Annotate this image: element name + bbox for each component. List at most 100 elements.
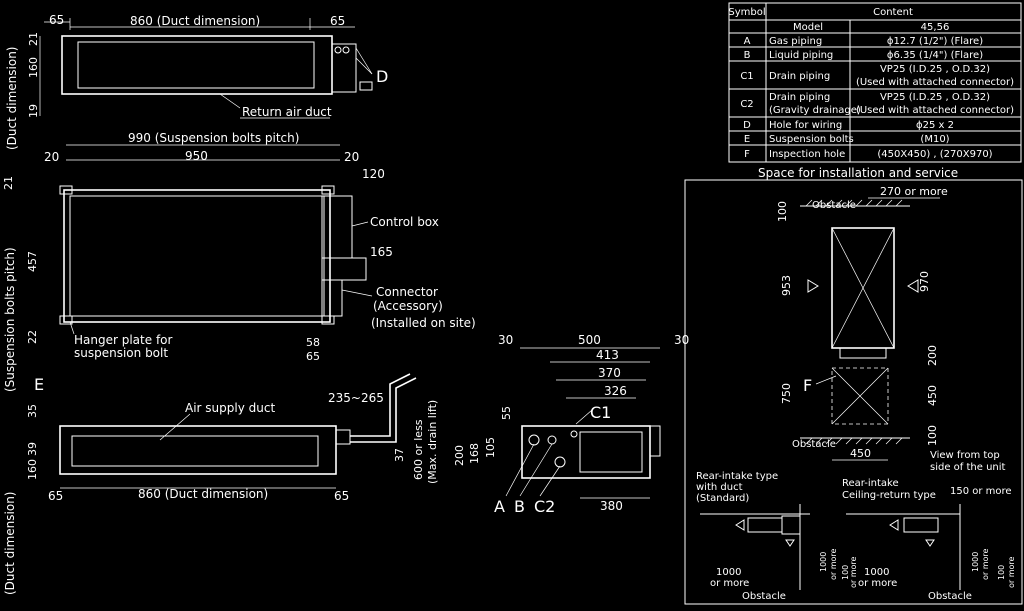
service-dim-270: 270 or more [880,185,948,198]
top-dim-65-left: 65 [49,13,64,27]
label-d: D [376,67,388,86]
side-dim-105: 105 [484,437,497,458]
bottom-view: E 35 Air supply duct 235~265 39 160 37 6… [3,373,439,596]
table-row-d-content: ϕ25 x 2 [916,120,954,131]
table-row-a-symbol: A [744,36,751,47]
side-dim-30a: 30 [498,333,513,347]
rear1-obstacle: Obstacle [742,591,786,602]
service-view-side: side of the unit [930,462,1006,473]
front-dim-20b: 20 [344,150,359,164]
top-dim-19: 19 [27,104,40,118]
rear1-dim-ormore-b: or more [829,548,838,580]
label-return-air-duct: Return air duct [242,105,332,119]
table-row-a-item: Gas piping [769,36,822,47]
rear2-obstacle: Obstacle [928,591,972,602]
front-dim-20a: 20 [44,150,59,164]
service-title: Space for installation and service [758,166,958,180]
label-hanger-plate-2: suspension bolt [74,346,168,360]
front-dim-22: 22 [26,330,39,344]
side-view: 30 500 30 413 370 326 55 C1 200 168 105 … [453,333,689,516]
side-dim-30b: 30 [674,333,689,347]
front-dim-120: 120 [362,167,385,181]
side-dim-380: 380 [600,499,623,513]
table-row-d-symbol: D [743,120,751,131]
table-row-c2-item: Drain piping [769,92,830,103]
table-header-symbol: Symbol [728,7,765,18]
table-row-c2-content2: (Used with attached connector) [856,105,1014,116]
table-row-c2-content: VP25 (I.D.25 , O.D.32) [880,92,990,103]
side-dim-500: 500 [578,333,601,347]
top-dim-21: 21 [27,32,40,46]
table-row-a-content: ϕ12.7 (1/2") (Flare) [887,36,983,47]
table-row-c1-item: Drain piping [769,71,830,82]
top-view: 65 860 (Duct dimension) 65 D 21 160 19 R… [5,13,388,150]
service-obstacle-top: Obstacle [812,200,856,211]
rear-dim-ormore-c: or more [849,556,858,588]
front-suspension-pitch: 990 (Suspension bolts pitch) [128,131,299,145]
side-dim-413: 413 [596,348,619,362]
service-dim-970: 970 [918,271,931,292]
table-row-model-item: Model [793,22,823,33]
table-row-f-symbol: F [744,149,750,160]
rear1-title-c: (Standard) [696,493,749,504]
table-row-e-item: Suspension bolts [769,134,854,145]
rear1-dim-1000b: 1000 [819,552,828,572]
rear2-title-b: Ceiling-return type [842,490,936,501]
rear2-title-a: Rear-intake [842,478,899,489]
label-connector: Connector [376,285,438,299]
table-row-b-content: ϕ6.35 (1/4") (Flare) [887,50,983,61]
rear2-dim-ormore-c: or more [1007,556,1016,588]
bottom-dim-37: 37 [393,448,406,462]
table-row-b-item: Liquid piping [769,50,833,61]
table-row-d-item: Hole for wiring [769,120,842,131]
front-view: 990 (Suspension bolts pitch) 20 950 20 1… [2,131,476,392]
label-c2: C2 [534,497,555,516]
front-dim-950: 950 [185,149,208,163]
table-row-c1-content: VP25 (I.D.25 , O.D.32) [880,64,990,75]
bottom-dim-35: 35 [26,404,39,418]
front-dim-165: 165 [370,245,393,259]
rear1-dim-1000: 1000 [716,567,741,578]
side-dim-200: 200 [453,445,466,466]
front-dim-21: 21 [2,176,15,190]
front-dim-457: 457 [26,251,39,272]
label-air-supply-duct: Air supply duct [185,401,275,415]
table-row-c1-symbol: C1 [740,71,753,82]
bottom-dim-600: 600 or less [412,419,425,480]
table-row-c2-item2: (Gravity drainage) [769,105,861,116]
front-dim-58: 58 [306,336,320,349]
bottom-dim-65a: 65 [48,489,63,503]
label-b: B [514,497,525,516]
table-row-c2-symbol: C2 [740,99,753,110]
table-row-f-item: Inspection hole [769,149,845,160]
rear2-dim-ormore: or more [858,578,897,589]
front-suspension-pitch-vertical: (Suspension bolts pitch) [3,247,17,392]
label-e: E [34,375,44,394]
bottom-duct-dimension: 860 (Duct dimension) [138,487,268,501]
top-duct-dimension: 860 (Duct dimension) [130,14,260,28]
service-dim-953: 953 [780,275,793,296]
side-dim-55: 55 [500,406,513,420]
service-dim-450h: 450 [850,447,871,460]
side-dim-326: 326 [604,384,627,398]
label-installed-on-site: (Installed on site) [371,316,476,330]
side-dim-370: 370 [598,366,621,380]
table-row-model-content: 45,56 [921,22,950,33]
table-row-f-content: (450X450) , (270X970) [877,149,992,160]
rear1-title-b: with duct [696,482,743,493]
service-dim-100b: 100 [926,425,939,446]
label-hanger-plate-1: Hanger plate for [74,333,173,347]
service-dim-450v: 450 [926,385,939,406]
label-accessory: (Accessory) [373,299,443,313]
rear2-dim-100: 100 [997,565,1006,580]
rear1-dim-ormore: or more [710,578,749,589]
bottom-duct-dimension-vertical: (Duct dimension) [3,492,17,596]
label-control-box: Control box [370,215,439,229]
service-view-from-top: View from top [930,450,1000,461]
bottom-dim-65b: 65 [334,489,349,503]
table-row-b-symbol: B [744,50,751,61]
bottom-dim-160: 160 [26,459,39,480]
rear2-dim-ormore-b: or more [981,548,990,580]
